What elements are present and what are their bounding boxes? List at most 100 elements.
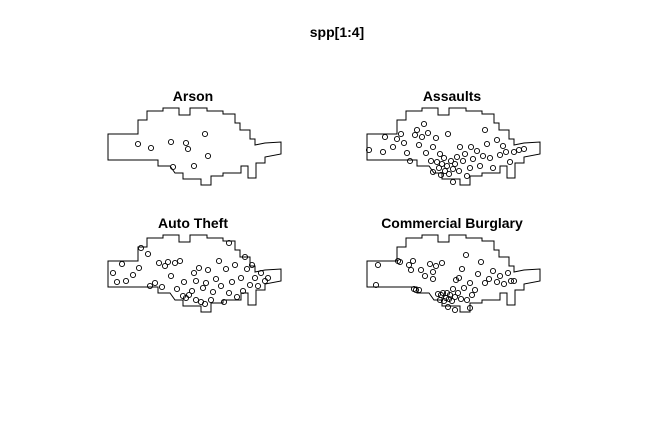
data-point (190, 162, 198, 170)
data-point (444, 130, 452, 138)
data-point (122, 277, 130, 285)
data-point (443, 162, 451, 170)
data-point (151, 279, 159, 287)
data-point (466, 164, 474, 172)
data-point (243, 265, 251, 273)
data-point (435, 164, 443, 172)
data-point (493, 278, 501, 286)
data-point (457, 295, 465, 303)
data-point (453, 153, 461, 161)
data-point (179, 292, 187, 300)
data-point (432, 262, 440, 270)
data-point (202, 279, 210, 287)
data-point (429, 268, 437, 276)
data-point (412, 286, 420, 294)
data-point (257, 269, 265, 277)
data-point (241, 253, 249, 261)
data-point (220, 298, 228, 306)
data-point (118, 260, 126, 268)
data-point (510, 277, 518, 285)
data-point (231, 261, 239, 269)
data-point (137, 244, 145, 252)
data-point (486, 154, 494, 162)
data-point (134, 140, 142, 148)
data-point (463, 296, 471, 304)
data-point (473, 147, 481, 155)
data-point (209, 288, 217, 296)
data-point (502, 148, 510, 156)
observation-window-arson (107, 107, 282, 186)
data-point (438, 259, 446, 267)
data-point (113, 278, 121, 286)
data-point (204, 266, 212, 274)
data-point (451, 160, 459, 168)
data-point (471, 286, 479, 294)
data-point (429, 143, 437, 151)
data-point (449, 178, 457, 186)
data-point (374, 261, 382, 269)
data-point (261, 277, 269, 285)
panel-title-auto-theft: Auto Theft (158, 215, 228, 231)
data-point (448, 297, 456, 305)
data-point (182, 139, 190, 147)
data-point (436, 150, 444, 158)
data-point (434, 290, 442, 298)
data-point (167, 272, 175, 280)
data-point (427, 157, 435, 165)
data-point (507, 277, 515, 285)
data-point (135, 264, 143, 272)
data-point (199, 284, 207, 292)
data-point (212, 275, 220, 283)
data-point (228, 278, 236, 286)
data-point (204, 152, 212, 160)
data-point (467, 143, 475, 151)
panel-assaults: Assaults (365, 88, 541, 186)
data-point (233, 293, 241, 301)
data-point (201, 300, 209, 308)
data-point (264, 274, 272, 282)
observation-window-commercial-burglary (366, 234, 541, 313)
data-point (144, 250, 152, 258)
data-point (411, 131, 419, 139)
data-point (520, 145, 528, 153)
data-point (164, 258, 172, 266)
data-point (424, 129, 432, 137)
data-point (462, 251, 470, 259)
points-commercial-burglary (372, 251, 518, 314)
data-point (469, 155, 477, 163)
data-point (109, 269, 117, 277)
data-point (158, 283, 166, 291)
data-point (146, 282, 154, 290)
data-point (432, 134, 440, 142)
data-point (201, 130, 209, 138)
data-point (400, 139, 408, 147)
data-point (407, 266, 415, 274)
data-point (474, 270, 482, 278)
points-assaults (365, 120, 528, 186)
data-point (415, 141, 423, 149)
data-point (461, 150, 469, 158)
data-point (147, 144, 155, 152)
data-point (439, 289, 447, 297)
data-point (420, 120, 428, 128)
data-point (451, 306, 459, 314)
data-point (438, 160, 446, 168)
data-point (417, 266, 425, 274)
data-point (421, 272, 429, 280)
data-point (415, 286, 423, 294)
data-point (254, 282, 262, 290)
data-point (463, 172, 471, 180)
data-point (379, 148, 387, 156)
data-point (185, 291, 193, 299)
data-point (169, 163, 177, 171)
data-point (515, 146, 523, 154)
data-point (190, 269, 198, 277)
data-point (188, 287, 196, 295)
data-point (443, 289, 451, 297)
data-point (447, 157, 455, 165)
data-point (246, 281, 254, 289)
data-point (456, 143, 464, 151)
points-arson (134, 130, 212, 171)
data-point (406, 157, 414, 165)
